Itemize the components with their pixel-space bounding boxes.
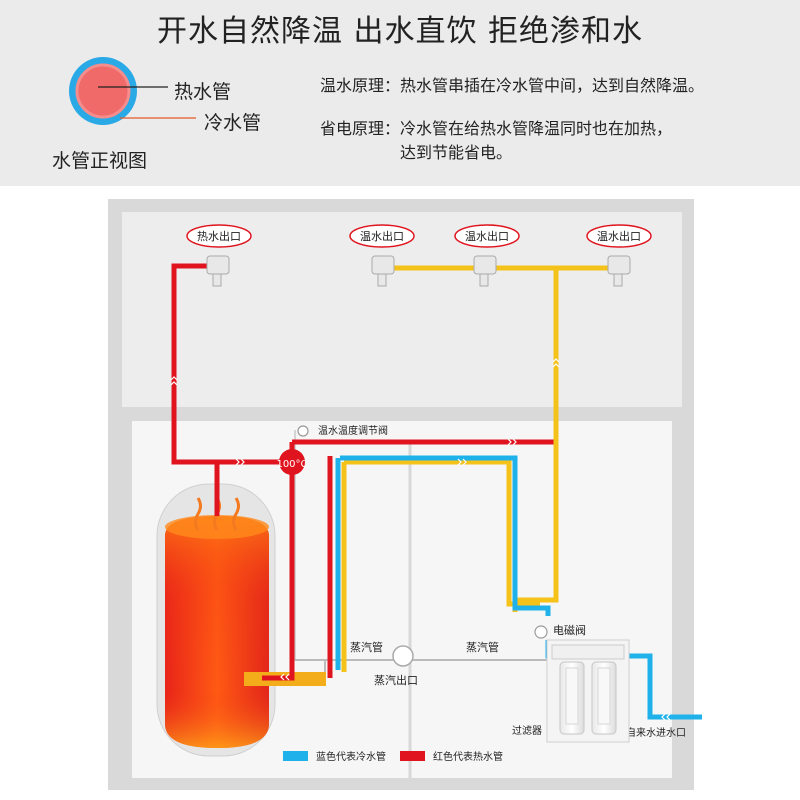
principle-text-line2: 达到节能省电。 xyxy=(400,143,513,162)
principle-text-line1: 冷水管在给热水管降温同时也在加热， xyxy=(400,119,673,138)
valve-indicator-icon xyxy=(297,425,309,437)
header-panel: 开水自然降温 出水直饮 拒绝渗和水 热水管 冷水管 水管正视图 温水原理：热水管… xyxy=(0,0,800,186)
pipe-cross-section-icon xyxy=(69,57,196,125)
principle-text: 热水管串插在冷水管中间，达到自然降温。 xyxy=(400,76,705,95)
temperature-node xyxy=(279,449,305,475)
warm-outlet-label: 温水出口 xyxy=(465,229,509,243)
cold-pipe-label: 冷水管 xyxy=(204,112,262,134)
warm-faucet-icon xyxy=(473,255,497,287)
flow-arrows xyxy=(170,358,671,721)
warm-faucet-icon xyxy=(607,255,631,287)
page-title: 开水自然降温 出水直饮 拒绝渗和水 xyxy=(156,14,644,49)
legend-hot-label: 红色代表热水管 xyxy=(433,750,503,763)
warm-outlet-badge xyxy=(586,224,652,248)
hot-outlet-badge xyxy=(186,224,252,248)
filter-label: 过滤器 xyxy=(512,724,542,737)
hot-water-tank xyxy=(165,515,269,748)
front-view-caption: 水管正视图 xyxy=(52,150,148,172)
hot-outlet-label: 热水出口 xyxy=(197,229,241,243)
hot-faucet-icon xyxy=(206,255,230,287)
warm-outlet-badge xyxy=(454,224,520,248)
hot-pipe-label: 热水管 xyxy=(174,81,232,103)
inlet-label: 自来水进水口 xyxy=(626,726,686,739)
principle-label: 温水原理： xyxy=(320,76,401,95)
filter-icon xyxy=(546,639,630,743)
steam-pipe-label-right: 蒸汽管 xyxy=(466,640,499,654)
principle-label: 省电原理： xyxy=(320,119,401,138)
principle-text: 冷水管在给热水管降温同时也在加热， 达到节能省电。 xyxy=(400,117,672,165)
warm-outlet-label: 温水出口 xyxy=(360,229,404,243)
legend-hot-swatch xyxy=(400,751,425,761)
steam-pipe-label-left: 蒸汽管 xyxy=(350,640,383,654)
warm-outlet-badge xyxy=(349,224,415,248)
legend-cold-label: 蓝色代表冷水管 xyxy=(316,750,386,763)
solenoid-valve-label: 电磁阀 xyxy=(553,623,586,637)
warm-water-principle: 温水原理：热水管串插在冷水管中间，达到自然降温。 xyxy=(320,74,704,98)
steam-outlet-valve-icon xyxy=(392,645,414,667)
warm-faucet-icon xyxy=(371,255,395,287)
temperature-label: 100°C xyxy=(276,459,307,470)
power-saving-principle: 省电原理：冷水管在给热水管降温同时也在加热， 达到节能省电。 xyxy=(320,117,672,165)
valve-label: 温水温度调节阀 xyxy=(318,424,388,437)
warm-outlet-label: 温水出口 xyxy=(597,229,641,243)
water-dispenser-diagram: 100°C 热水出口 温水出口 温水出口 温水出口 温水温度调节阀 蒸汽管 蒸汽… xyxy=(108,199,702,790)
solenoid-valve-icon xyxy=(534,625,548,639)
steam-outlet-label: 蒸汽出口 xyxy=(374,673,418,687)
legend-cold-swatch xyxy=(283,751,308,761)
